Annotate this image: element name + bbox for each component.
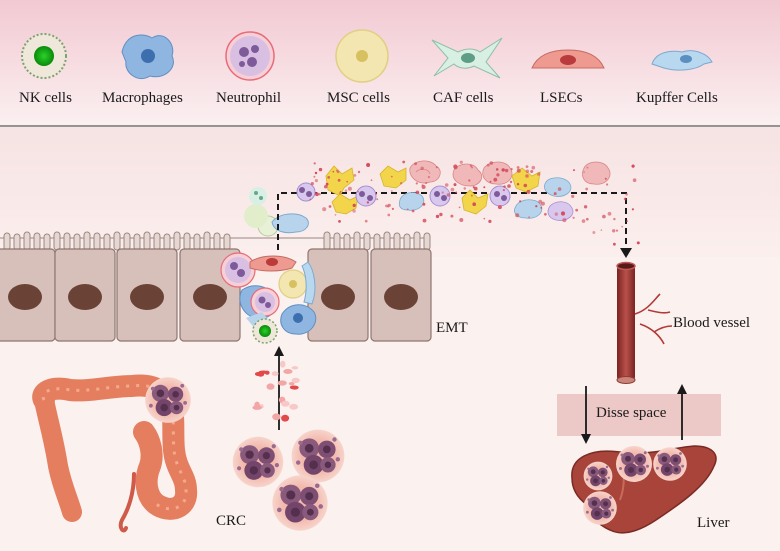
circulating-cells [296,160,640,246]
legend-label-caf-cells: CAF cells [433,90,494,106]
liver-vessel-arrows [581,384,687,444]
tumor-microenvironment-cluster [220,187,317,344]
intestinal-epithelium [0,231,432,342]
neutrophil-icon [225,31,275,81]
nk-cell-icon [21,33,67,79]
msc-cell-icon [335,29,389,83]
disse-space-band [557,394,721,436]
kupffer-cell-icon [651,50,713,71]
lsec-icon [531,49,605,69]
metastasis-path-arrow [277,192,627,250]
legend-label-msc-cells: MSC cells [327,90,390,106]
path-arrowhead [620,248,632,258]
emt-label: EMT [436,320,468,336]
liver-illustration [571,445,717,534]
caf-cell-icon [431,37,503,79]
legend-label-neutrophil: Neutrophil [216,90,281,106]
legend-label-lsecs: LSECs [540,90,583,106]
tumor-release-arrow [252,346,300,430]
liver-label: Liver [697,515,730,531]
blood-vessel-label: Blood vessel [673,315,751,331]
colon-illustration [32,374,198,533]
macrophage-icon [121,34,174,80]
legend-label-macrophages: Macrophages [102,90,183,106]
legend-label-kupffer-cells: Kupffer Cells [636,90,718,106]
legend-label-nk-cells: NK cells [19,90,72,106]
crc-label: CRC [216,513,247,529]
disse-space-label: Disse space [596,405,667,421]
blood-vessel [616,261,673,384]
